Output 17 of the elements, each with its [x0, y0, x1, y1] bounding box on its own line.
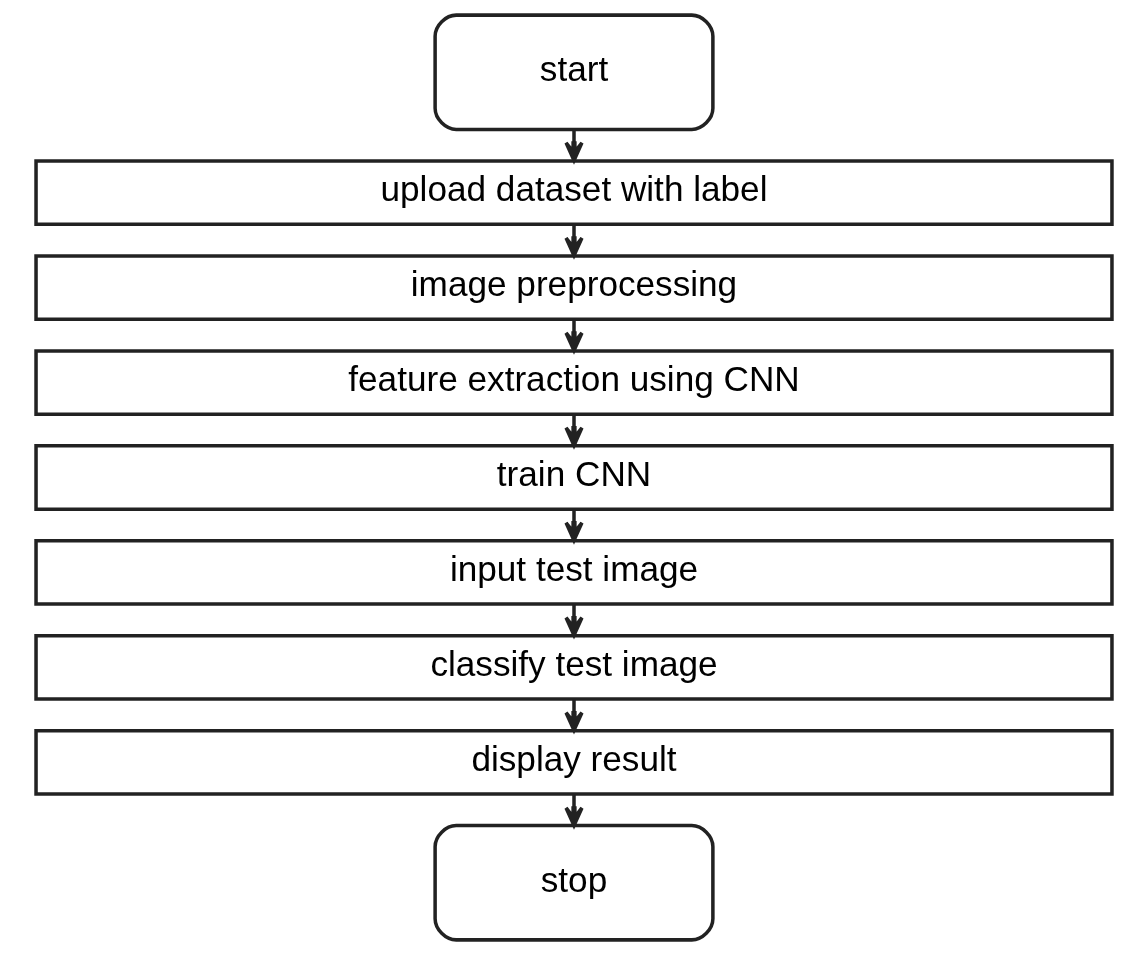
- node-box: feature extraction using CNN: [34, 349, 1114, 416]
- arrow: [564, 319, 584, 353]
- arrow: [564, 414, 584, 448]
- node-box: upload dataset with label: [34, 159, 1114, 227]
- node-box: train CNN: [34, 444, 1114, 511]
- node-box: input test image: [34, 539, 1114, 606]
- arrow: [564, 699, 584, 732]
- node-box: classify test image: [34, 633, 1114, 701]
- arrow: [564, 129, 584, 163]
- node-box: image preprocessing: [34, 254, 1114, 322]
- arrow: [564, 604, 584, 638]
- node-box: stop: [433, 823, 715, 942]
- arrow: [564, 509, 584, 543]
- arrow: [564, 224, 584, 258]
- node-box: display result: [34, 728, 1114, 796]
- node-box: start: [433, 13, 715, 132]
- arrow: [564, 794, 584, 828]
